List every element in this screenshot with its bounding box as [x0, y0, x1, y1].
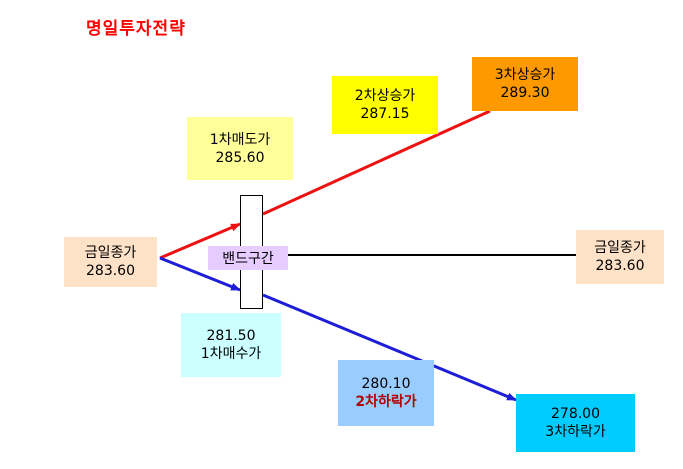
- down3-label: 3차하락가: [545, 424, 606, 440]
- up3-box: 3차상승가 289.30: [472, 57, 578, 111]
- page-title: 명일투자전략: [86, 19, 186, 39]
- buy1-label: 1차매수가: [200, 346, 262, 362]
- down-arrow-to-band: [159, 256, 241, 292]
- close-right-value: 283.60: [595, 258, 645, 274]
- down2-value: 280.10: [361, 376, 411, 392]
- sell1-label: 1차매도가: [209, 131, 271, 148]
- up-trend-line: [262, 109, 491, 216]
- up3-label: 3차상승가: [494, 67, 556, 83]
- up3-value: 289.30: [500, 85, 550, 101]
- up-arrow-to-band: [159, 222, 241, 260]
- close-box-right: 금일종가 283.60: [576, 230, 664, 284]
- band-label: 밴드구간: [208, 246, 288, 270]
- down2-box: 280.10 2차하락가: [338, 360, 434, 426]
- up2-value: 287.15: [360, 106, 410, 122]
- down3-value: 278.00: [551, 406, 600, 422]
- close-left-label: 금일종가: [84, 245, 137, 261]
- close-left-value: 283.60: [86, 263, 135, 279]
- close-right-label: 금일종가: [594, 240, 646, 256]
- down-trend-line: [262, 293, 517, 402]
- up2-label: 2차상승가: [354, 88, 416, 104]
- sell1-value: 285.60: [215, 149, 265, 166]
- down2-label: 2차하락가: [355, 394, 417, 410]
- sell1-box: 1차매도가 285.60: [187, 117, 293, 180]
- up2-box: 2차상승가 287.15: [332, 76, 438, 134]
- buy1-box: 281.50 1차매수가: [181, 313, 281, 377]
- close-box-left: 금일종가 283.60: [64, 237, 157, 287]
- down3-box: 278.00 3차하락가: [516, 394, 635, 452]
- buy1-value: 281.50: [206, 328, 256, 344]
